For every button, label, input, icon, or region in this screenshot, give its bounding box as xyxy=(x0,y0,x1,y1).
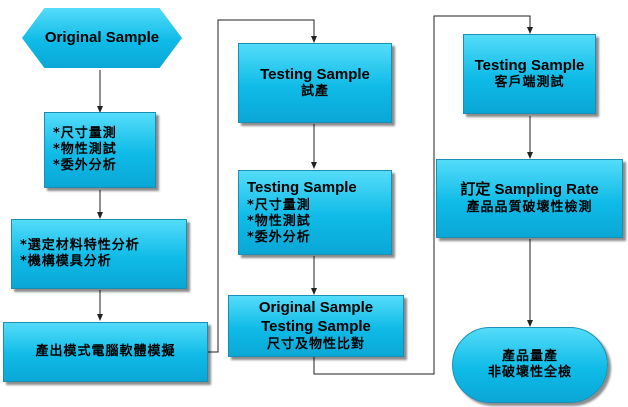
node-material-selection: *選定材料特性分析 *機構模具分析 xyxy=(11,219,187,289)
customer-line-2: 客戶端測試 xyxy=(494,75,565,91)
sampling-line-2: 產品品質破壞性檢測 xyxy=(466,199,593,215)
node-original-sample-text: Original Sample xyxy=(44,28,160,46)
node-testing-tests: Testing Sample *尺寸量測 *物性測試 *委外分析 xyxy=(238,170,392,255)
analysis-line-1: *尺寸量測 xyxy=(53,125,117,141)
node-comparison: Original Sample Testing Sample 尺寸及物性比對 xyxy=(228,295,404,357)
mass-line-2: 非破壞性全檢 xyxy=(487,365,572,380)
node-mold-simulation: 產出模式電腦軟體模擬 xyxy=(3,322,208,382)
tests-line-1: Testing Sample xyxy=(247,178,357,196)
analysis-line-3: *委外分析 xyxy=(53,158,117,174)
tests-line-3: *物性測試 xyxy=(247,213,311,229)
tests-line-2: *尺寸量測 xyxy=(247,197,311,213)
arrow-simulation-to-trial xyxy=(208,19,317,353)
node-original-sample: Original Sample xyxy=(22,8,182,68)
comparison-line-3: 尺寸及物性比對 xyxy=(266,336,365,352)
material-line-2: *機構模具分析 xyxy=(20,254,112,269)
analysis-line-2: *物性測試 xyxy=(53,141,117,157)
sampling-line-1: 訂定 Sampling Rate xyxy=(460,181,599,198)
node-customer-test: Testing Sample 客戶端測試 xyxy=(463,34,596,114)
node-sampling-rate: 訂定 Sampling Rate 產品品質破壞性檢測 xyxy=(436,159,623,238)
trial-line-2: 試產 xyxy=(300,84,329,100)
node-measurement-analysis: *尺寸量測 *物性測試 *委外分析 xyxy=(44,112,156,188)
comparison-line-2: Testing Sample xyxy=(261,317,371,335)
simulation-line-1: 產出模式電腦軟體模擬 xyxy=(35,343,176,359)
tests-line-4: *委外分析 xyxy=(247,230,311,245)
material-line-1: *選定材料特性分析 xyxy=(20,237,140,253)
trial-line-1: Testing Sample xyxy=(260,65,370,83)
comparison-line-1: Original Sample xyxy=(258,299,374,317)
node-mass-production: 產品量產 非破壞性全檢 xyxy=(452,327,608,403)
customer-line-1: Testing Sample xyxy=(474,56,585,74)
arrow-comparison-to-customer xyxy=(313,15,533,375)
mass-line-1: 產品量產 xyxy=(501,348,558,364)
node-testing-trial: Testing Sample 試產 xyxy=(238,43,392,123)
